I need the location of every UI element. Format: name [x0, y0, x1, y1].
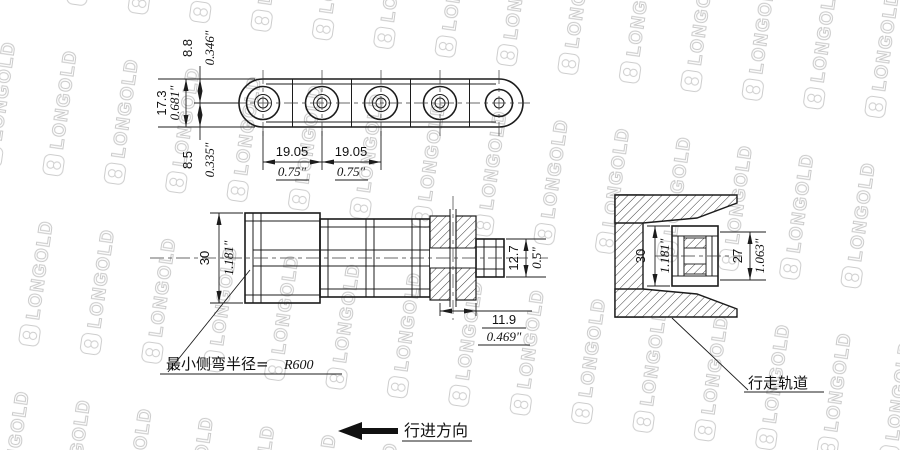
- dim-bush-in: 0.469": [487, 329, 522, 344]
- dim-width-in: 1.181": [221, 240, 236, 275]
- dim-roller-mm: 12.7: [506, 245, 521, 270]
- direction-arrow-icon: [338, 422, 362, 440]
- dim-height-mm: 17.3: [154, 90, 169, 115]
- dim-top-mm: 8.8: [180, 39, 195, 57]
- dim-track-outer-in: 1.181": [657, 238, 672, 273]
- direction-label: 行进方向: [404, 421, 468, 440]
- dim-bottom-mm: 8.5: [180, 151, 195, 169]
- dim-pitch1-in: 0.75": [278, 164, 307, 179]
- dim-track-outer-mm: 30: [633, 249, 648, 263]
- travel-direction: 行进方向: [338, 421, 472, 442]
- dim-height-in: 0.681": [167, 85, 182, 120]
- track-top-flange-hatch: [614, 194, 738, 224]
- bend-radius-note-prefix: 最小侧弯半径=: [166, 355, 269, 373]
- bend-radius-note-value: R600: [283, 358, 314, 373]
- plan-view: 30 1.181" 12.7 0.5" 11.9 0.469" 最小侧弯半径= …: [150, 196, 548, 375]
- track-bottom-flange-hatch: [614, 288, 738, 318]
- side-view: 8.8 0.346" 17.3 0.681" 8.5 0.335" 19.05 …: [154, 30, 530, 181]
- dim-roller-in: 0.5": [529, 247, 544, 269]
- dim-track-inner-mm: 27: [730, 249, 745, 263]
- dim-width-mm: 30: [197, 251, 212, 265]
- track-label: 行走轨道: [748, 374, 808, 392]
- dim-top-in: 0.346": [202, 30, 217, 65]
- chain-in-track: [655, 225, 742, 287]
- dim-pitch2-in: 0.75": [337, 164, 366, 179]
- dim-bottom-in: 0.335": [202, 142, 217, 177]
- track-view: 30 1.181" 27 1.063" 行走轨道: [614, 194, 824, 393]
- dim-track-inner-in: 1.063": [752, 238, 767, 273]
- dim-bush-mm: 11.9: [492, 312, 516, 327]
- dim-pitch1-mm: 19.05: [276, 144, 309, 159]
- dim-pitch2-mm: 19.05: [335, 144, 368, 159]
